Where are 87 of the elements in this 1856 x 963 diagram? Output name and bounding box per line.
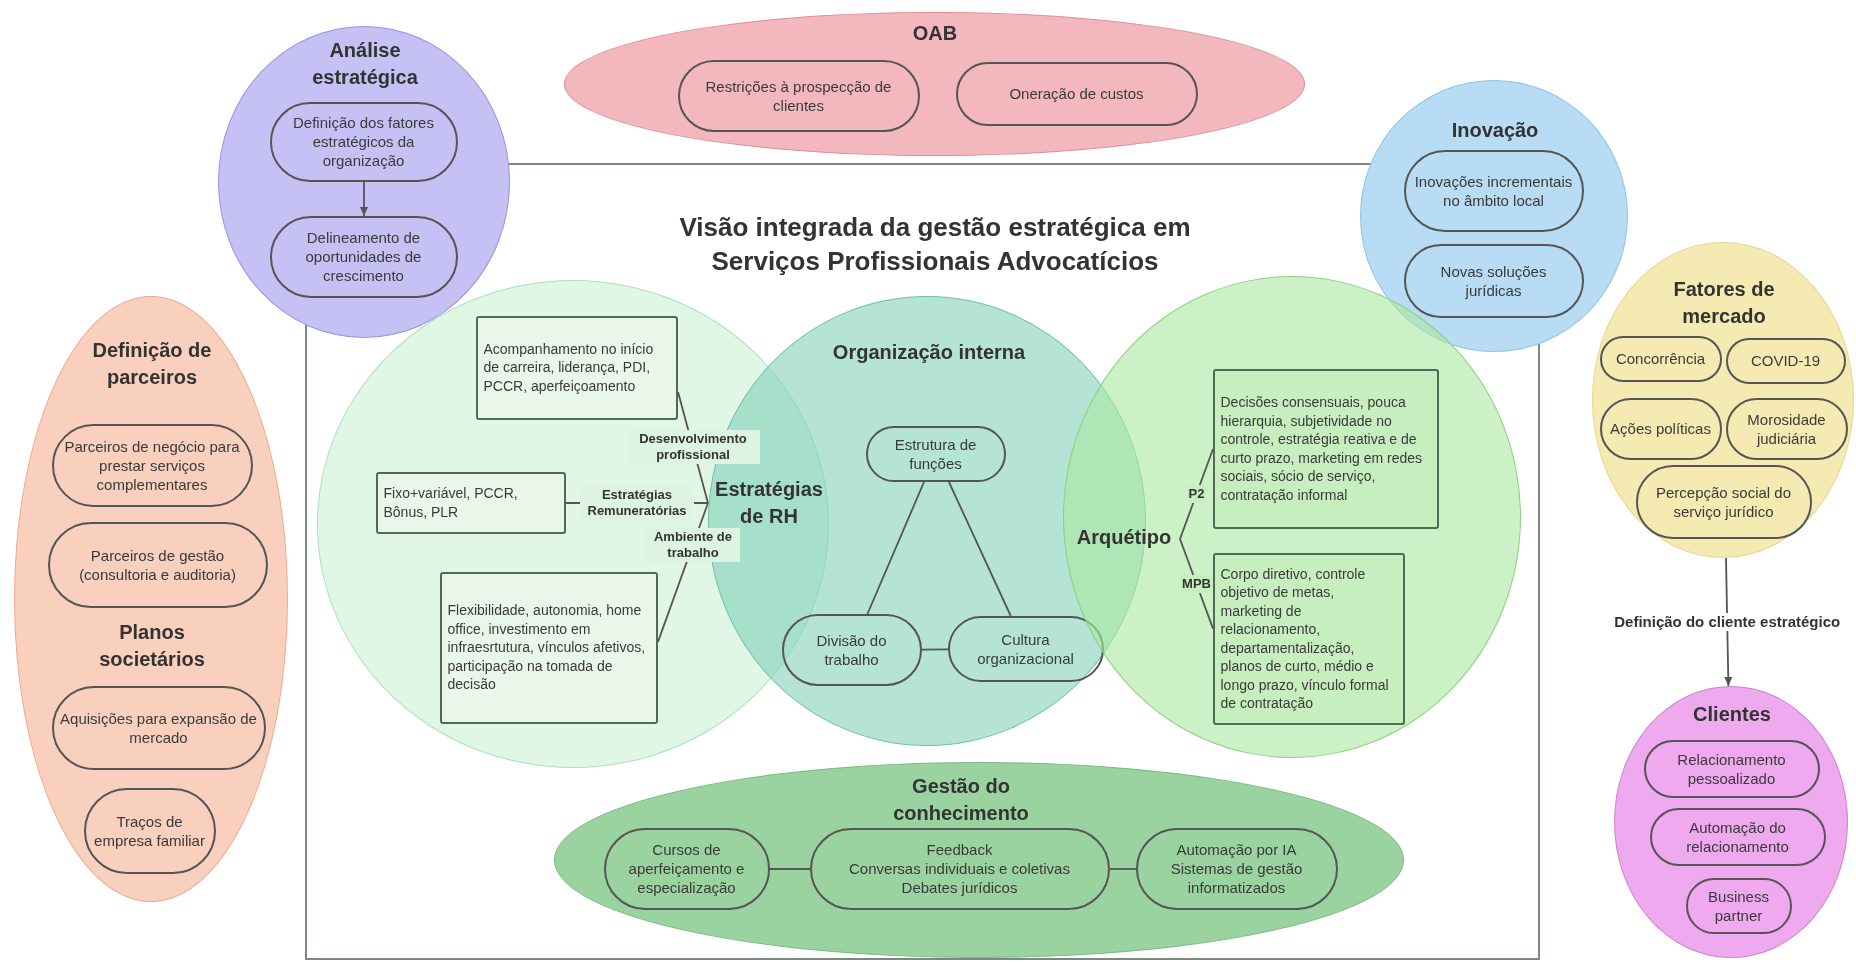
pill-label: Inovações incrementais no âmbito local: [1413, 171, 1574, 210]
edge-label: MPB: [1180, 574, 1213, 593]
pill-label: Business partner: [1707, 886, 1770, 925]
connector-line: [1109, 868, 1137, 870]
connector-line: [948, 481, 1012, 617]
topic-pill: [1403, 149, 1584, 232]
edge-label: Desenvolvimento profissional: [626, 430, 760, 465]
topic-pill: [1649, 807, 1826, 866]
pill-label: Restrições à prospecção de clientes: [704, 76, 893, 115]
pill-label: Ações políticas: [1610, 419, 1711, 438]
group-heading: Clientes: [1692, 702, 1772, 727]
arrow: [1724, 557, 1733, 687]
topic-pill: [1643, 739, 1820, 798]
pill-label: Debates jurídicos: [901, 878, 1018, 897]
pill-label: Sistemas de gestão informatizados: [1169, 859, 1304, 897]
edge-label: Estratégias Remuneratórias: [580, 486, 694, 520]
connector-line: [866, 481, 925, 615]
group-heading: Organização interna: [831, 340, 1027, 365]
pill-label: Automação por IA: [1176, 840, 1297, 859]
pill-label: Cursos de aperfeiçamento e especialização: [627, 840, 746, 897]
pill-label: Delineamento de oportunidades de crescimento: [304, 228, 423, 285]
pill-label: Morosidade judiciária: [1746, 409, 1827, 448]
topic-pill: [955, 61, 1198, 126]
pill-label: Divisão do trabalho: [815, 630, 888, 669]
topic-pill: [1725, 337, 1846, 384]
group-heading: Planos societários: [98, 620, 206, 672]
edge-label: Definição do cliente estratégico: [1612, 613, 1843, 631]
pill-label: Aquisições para expansão de mercado: [59, 708, 258, 747]
topic-pill: [677, 59, 920, 132]
pill-label: Novas soluções jurídicas: [1439, 261, 1548, 300]
group-heading: Definição de parceiros: [91, 338, 213, 390]
text-box: [375, 471, 566, 534]
topic-pill: [947, 615, 1104, 682]
topic-pill: [269, 101, 458, 182]
pill-label: Percepção social do serviço jurídico: [1654, 482, 1793, 521]
topic-pill: [47, 521, 268, 608]
topic-pill: [865, 425, 1006, 482]
topic-pill: [269, 215, 458, 298]
pill-label: Oneração de custos: [1009, 84, 1144, 103]
connector-line: [1179, 448, 1214, 540]
topic-pill: [51, 423, 253, 507]
topic-pill: [809, 827, 1110, 910]
group-heading: Análise estratégica: [311, 38, 419, 90]
pill-label: Conversas individuais e coletivas: [849, 859, 1070, 878]
topic-pill: [781, 613, 922, 686]
pill-label: Parceiros de gestão (consultoria e auditoria): [78, 545, 237, 584]
pill-label: Cultura organizacional: [976, 629, 1075, 668]
pill-label: Traços de empresa familiar: [93, 811, 206, 850]
topic-pill: [1725, 397, 1848, 460]
topic-pill: [1635, 464, 1812, 539]
description-text: Decisões consensuais, pouca hierarquia, subjetividade no controle, estratégia reativa e de curto prazo, marketing em redes sociais, sócio de serviço, contratação informal: [1220, 393, 1424, 504]
topic-pill: [1135, 827, 1338, 910]
description-text: Acompanhamento no início de carreira, liderança, PDI, PCCR, aperfeiçoamento: [483, 339, 655, 396]
group-heading: OAB: [911, 21, 959, 46]
diagram-title: Visão integrada da gestão estratégica em Serviços Profissionais Advocatícios: [678, 211, 1192, 278]
text-box: [439, 571, 658, 724]
edge-label: Ambiente de trabalho: [646, 527, 740, 562]
text-box: [1212, 552, 1405, 725]
description-text: Flexibilidade, autonomia, home office, investimento em infraesrtutura, vínculos afetivos, participação na tomada de decisão: [447, 601, 647, 694]
connector-line: [921, 648, 949, 651]
pill-label: Relacionamento pessoalizado: [1676, 749, 1787, 788]
edge-label: P2: [1186, 485, 1207, 503]
pill-label: Definição dos fatores estratégicos da organização: [292, 113, 435, 170]
group-heading: Fatores de mercado: [1672, 277, 1776, 329]
topic-pill: [1599, 397, 1722, 460]
arrow: [360, 181, 368, 217]
pill-label: Feedback: [926, 840, 993, 859]
topic-pill: [83, 787, 216, 874]
pill-label: Automação do relacionamento: [1685, 817, 1790, 856]
topic-pill: [51, 685, 266, 770]
text-box: [1212, 368, 1439, 529]
group-heading: Arquétipo: [1068, 524, 1180, 554]
topic-pill: [1599, 335, 1722, 382]
group-heading: Gestão do conhecimento: [892, 774, 1030, 826]
pill-label: COVID-19: [1750, 351, 1821, 370]
group-heading: Inovação: [1450, 118, 1540, 143]
group-heading: Estratégias de RH: [708, 476, 830, 530]
pill-label: Parceiros de negócio para prestar serviços complementares: [63, 436, 241, 494]
connector-line: [769, 868, 811, 870]
topic-pill: [1403, 243, 1584, 318]
description-text: Fixo+variável, PCCR, Bônus, PLR: [383, 484, 519, 521]
pill-label: Estrutura de funções: [893, 434, 978, 473]
topic-pill: [603, 827, 770, 910]
text-box: [475, 315, 678, 420]
pill-label: Concorrência: [1615, 349, 1706, 368]
topic-pill: [1685, 877, 1792, 934]
description-text: Corpo diretivo, controle objetivo de metas, marketing de relacionamento, departamentalização, planos de curto, médio e longo prazo, vínculo formal de contratação: [1220, 564, 1390, 713]
